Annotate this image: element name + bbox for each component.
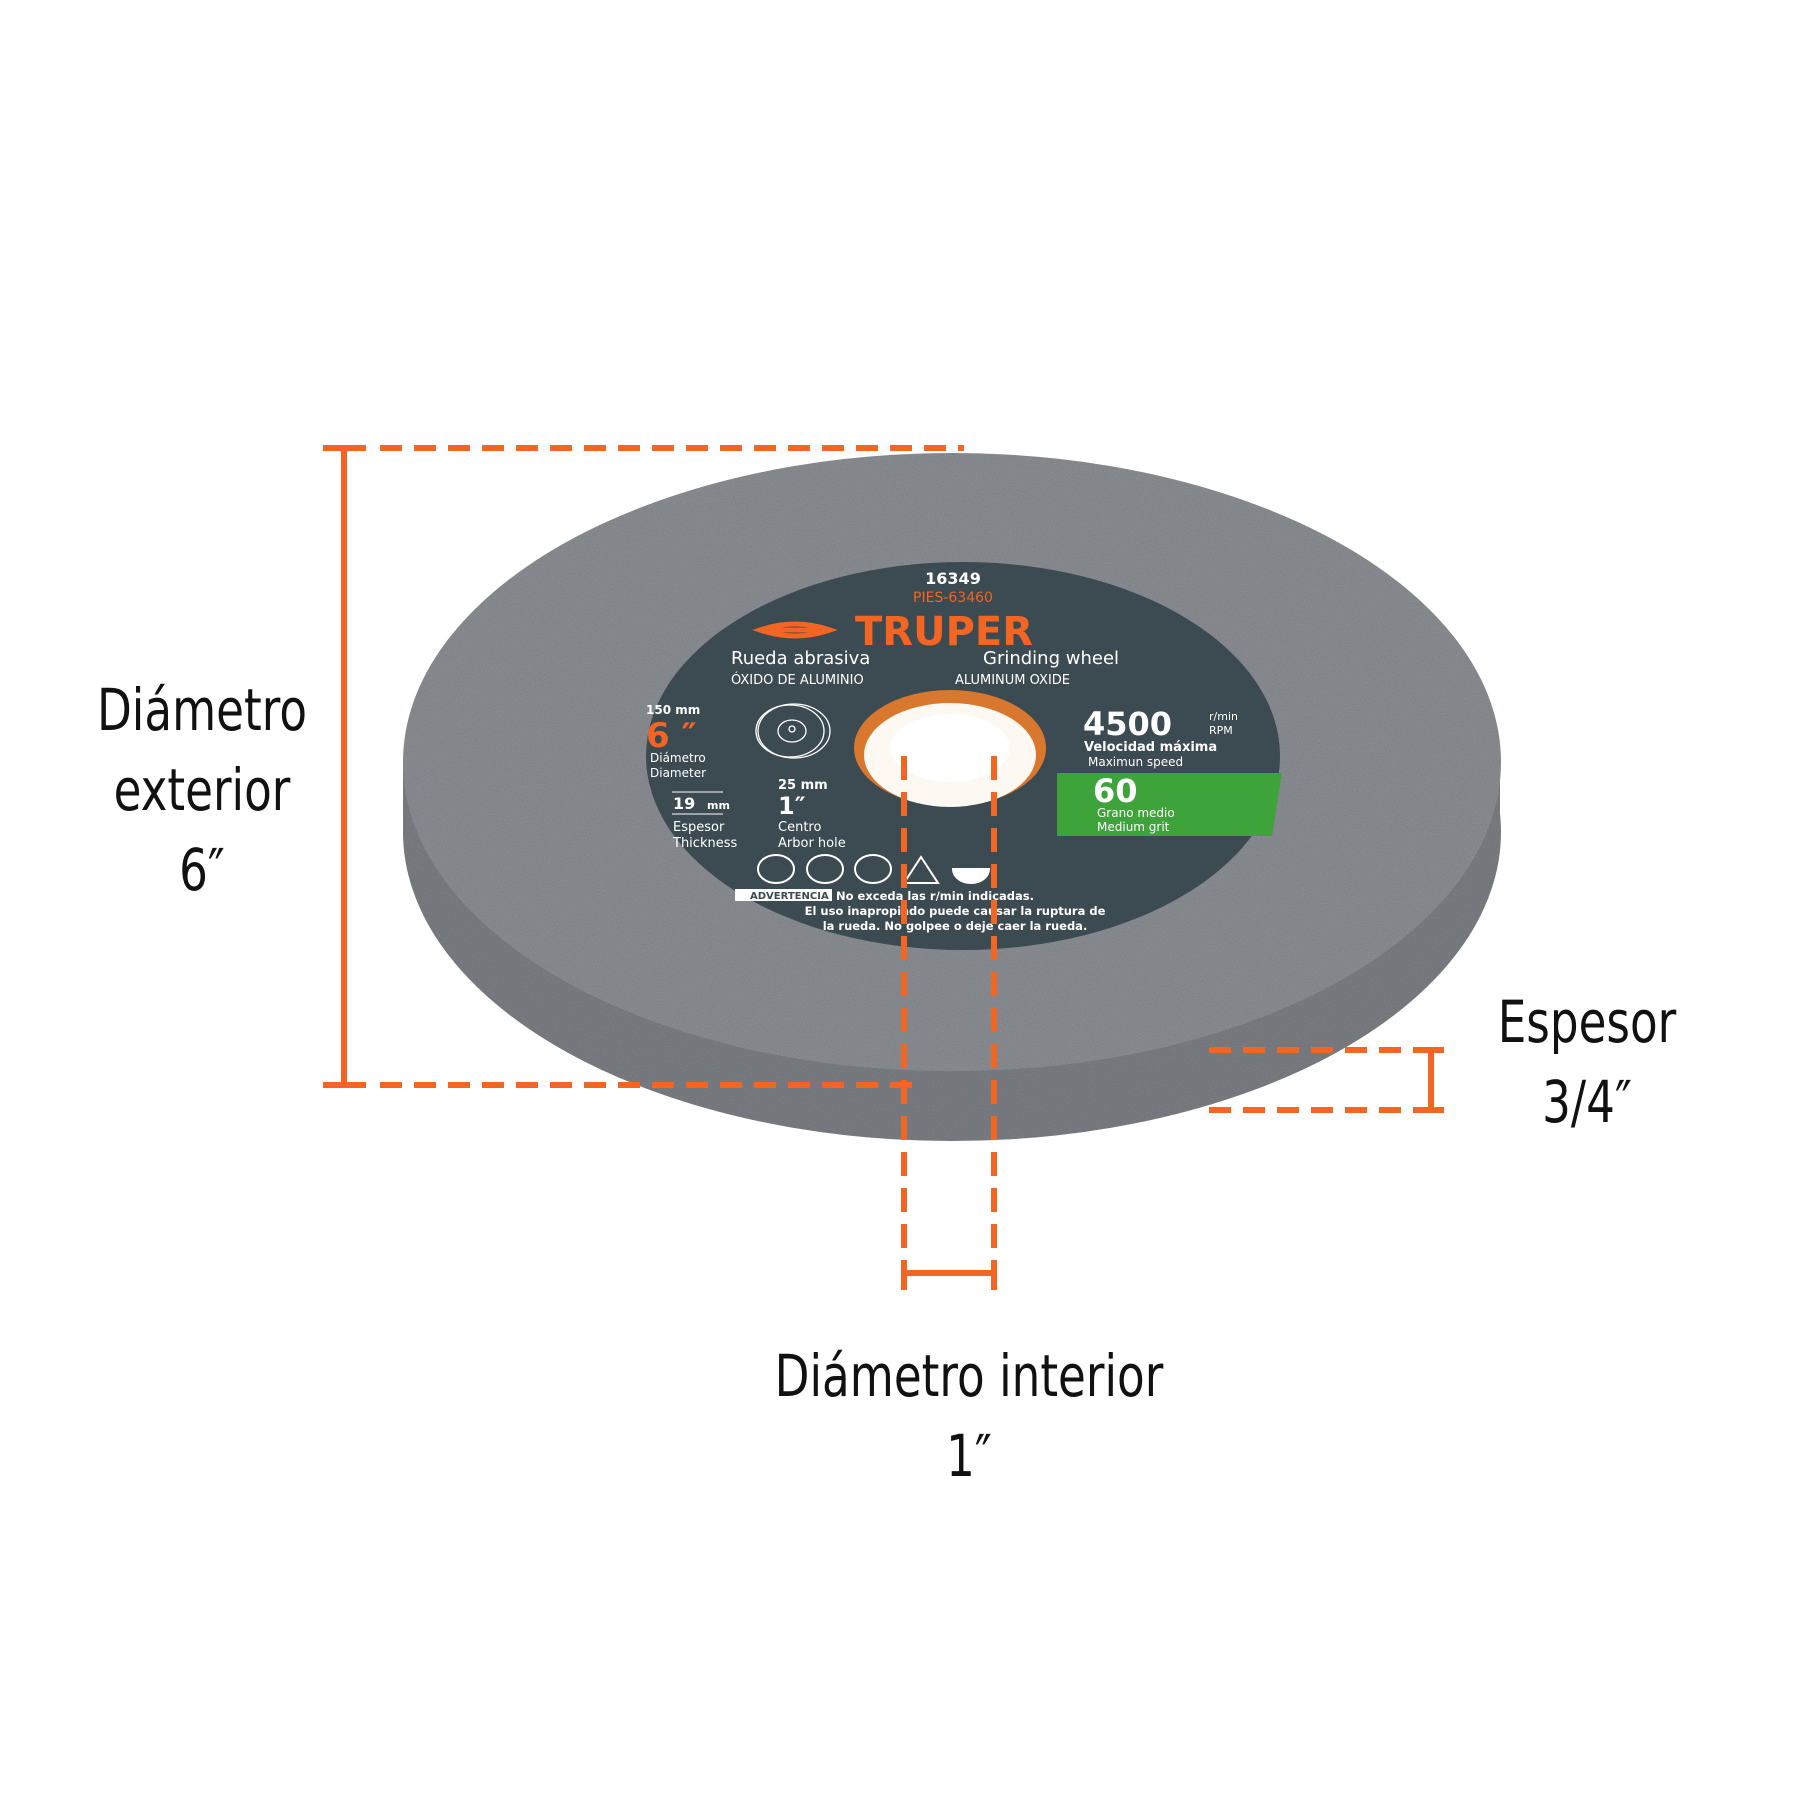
- warning-line-3: la rueda. No golpee o deje caer la rueda…: [823, 919, 1088, 933]
- gloves-icon: [757, 854, 795, 884]
- warning-line-2: El uso inapropiado puede causar la ruptu…: [805, 904, 1106, 918]
- arbor-en: Arbor hole: [778, 836, 846, 851]
- goggles-earmuffs-icon: [806, 854, 844, 884]
- thickness-en: Thickness: [672, 836, 737, 851]
- diameter-es: Diámetro: [650, 751, 706, 765]
- outer-diameter-caption: Diámetro exterior 6″: [85, 670, 319, 910]
- outer-diameter-line2: exterior: [113, 756, 291, 824]
- arbor-in: 1″: [778, 792, 806, 820]
- thickness-es: Espesor: [673, 820, 725, 835]
- diameter-in: 6 ″: [646, 716, 697, 756]
- outer-diameter-value: 6″: [179, 836, 225, 904]
- warning-triangle-icon: [902, 855, 940, 884]
- dimension-lines: [323, 445, 1444, 1290]
- speed-es: Velocidad máxima: [1084, 740, 1217, 755]
- truper-logo-icon: [752, 621, 838, 639]
- outer-diameter-line1: Diámetro: [96, 676, 308, 744]
- warning-tag: [735, 889, 832, 901]
- max-speed: 4500: [1083, 705, 1172, 743]
- thickness-mm: 19: [673, 794, 695, 813]
- thickness-caption-value: 3/4″: [1542, 1068, 1632, 1136]
- inner-diameter-value: 1″: [946, 1422, 992, 1490]
- material-es: ÓXIDO DE ALUMINIO: [731, 672, 864, 688]
- thickness-caption-line1: Espesor: [1497, 988, 1677, 1056]
- speed-unit-rmin: r/min: [1209, 710, 1238, 723]
- brand-logo: TRUPER: [855, 609, 1033, 655]
- diameter-mm: 150 mm: [646, 703, 700, 717]
- product-sku: PIES-63460: [913, 590, 993, 606]
- guard-icon: [951, 868, 991, 884]
- title-en: Grinding wheel: [983, 648, 1119, 669]
- arbor-es: Centro: [778, 820, 821, 835]
- warning-line-1: No exceda las r/min indicadas.: [836, 889, 1034, 903]
- grit-en: Medium grit: [1097, 820, 1170, 834]
- material-en: ALUMINUM OXIDE: [955, 673, 1070, 688]
- speed-unit-rpm: RPM: [1209, 724, 1233, 737]
- inner-diameter-line1: Diámetro interior: [774, 1342, 1164, 1410]
- product-code: 16349: [925, 569, 981, 588]
- speed-en: Maximun speed: [1088, 755, 1183, 769]
- grit-value: 60: [1093, 772, 1138, 810]
- diameter-diagram-icon: [755, 703, 831, 759]
- arbor-mm: 25 mm: [778, 778, 828, 793]
- title-es: Rueda abrasiva: [731, 648, 870, 669]
- grit-badge: [1057, 773, 1282, 836]
- diameter-en: Diameter: [650, 766, 706, 780]
- arbor-hole: [854, 690, 1046, 807]
- inner-diameter-caption: Diámetro interior 1″: [735, 1336, 1203, 1496]
- thickness-unit: mm: [707, 799, 730, 812]
- grit-es: Grano medio: [1097, 806, 1175, 820]
- warning-tag-text: ADVERTENCIA: [750, 891, 829, 902]
- thickness-caption: Espesor 3/4″: [1470, 982, 1704, 1142]
- face-mask-icon: [854, 854, 892, 884]
